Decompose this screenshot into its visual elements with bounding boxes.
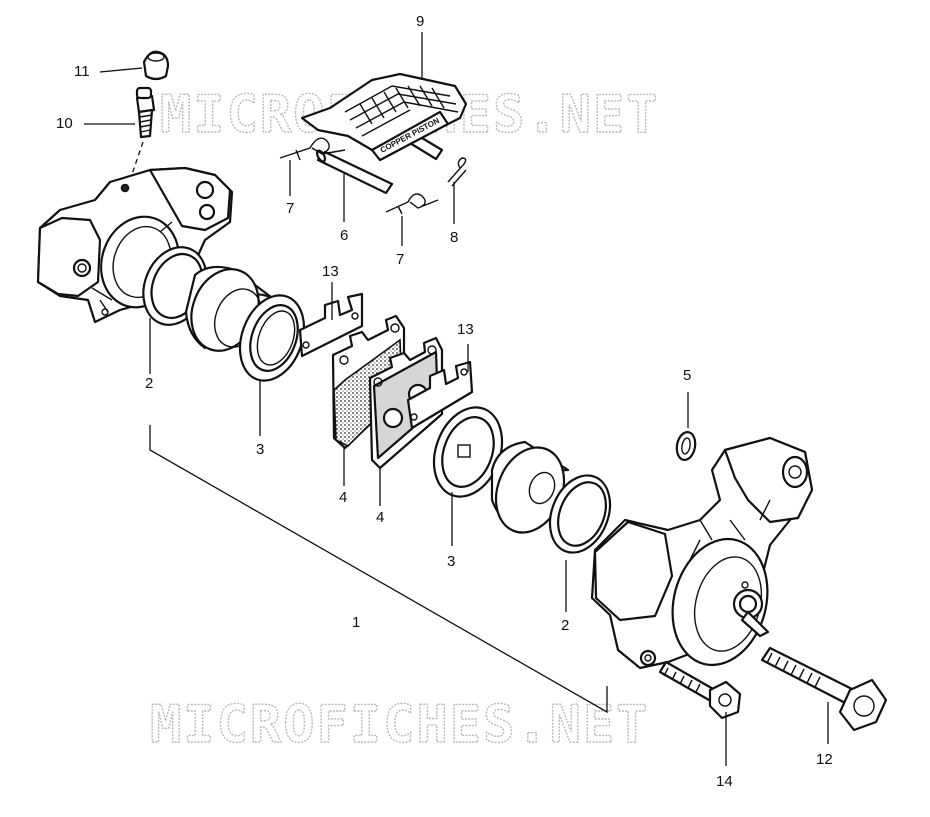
leader-lines (84, 32, 829, 766)
part-10-bleeder-screw (135, 86, 156, 139)
callout-5: 5 (683, 367, 691, 384)
callout-2-left: 2 (145, 375, 153, 392)
callout-4-left: 4 (339, 489, 347, 506)
callout-4-right: 4 (376, 509, 384, 526)
callout-1: 1 (352, 614, 360, 631)
part-3-dust-seal-left (238, 294, 306, 382)
callout-11: 11 (74, 63, 90, 80)
callout-12: 12 (816, 751, 833, 768)
callout-13-right: 13 (457, 321, 474, 338)
part-2-seal-right (548, 474, 612, 554)
part-11-bleeder-cap (142, 50, 170, 81)
callout-8: 8 (450, 229, 458, 246)
callout-3-right: 3 (447, 553, 455, 570)
part-12-long-bolt (760, 646, 888, 732)
callout-7-right: 7 (396, 251, 404, 268)
callout-13-left: 13 (322, 263, 339, 280)
part-7-clip-left (279, 137, 346, 161)
callout-7-left: 7 (286, 200, 294, 217)
callout-9: 9 (416, 13, 424, 30)
part-7-clip-right (385, 193, 439, 215)
part-3-dust-seal-right (432, 406, 504, 498)
callout-2-right: 2 (561, 617, 569, 634)
part-14-short-bolt (658, 660, 742, 720)
watermark-bottom: MICROFICHES.NET (150, 695, 650, 755)
right-caliper-body (590, 436, 814, 670)
part-5-washer (675, 431, 697, 461)
assembly-bracket (149, 425, 608, 714)
part-13-shim-right (406, 360, 474, 430)
callout-10: 10 (56, 115, 73, 132)
callout-14: 14 (716, 773, 733, 790)
callout-3-left: 3 (256, 441, 264, 458)
part-8-cotter-pin (447, 157, 467, 187)
part-13-shim-left (298, 292, 364, 358)
part-4-pad-left (331, 314, 406, 450)
callout-6: 6 (340, 227, 348, 244)
